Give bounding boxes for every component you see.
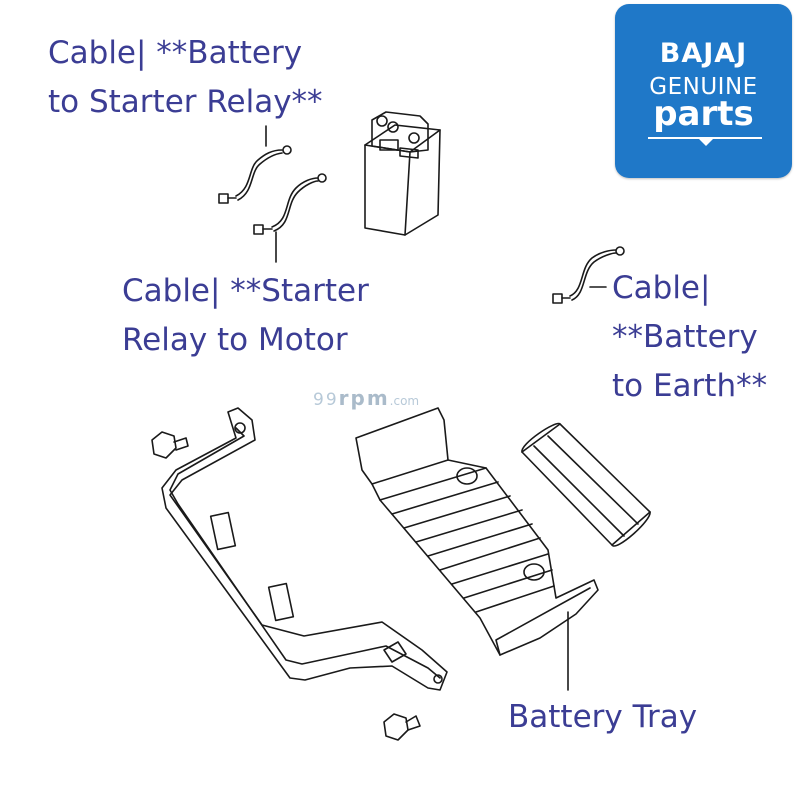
watermark-left: 99 <box>313 390 339 410</box>
label-cable-battery-starter-relay: Cable| **Battery to Starter Relay** <box>48 35 323 120</box>
battery-tray-part <box>355 407 599 691</box>
battery-bracket-part <box>151 407 448 741</box>
watermark: 99rpm.com <box>313 386 419 410</box>
label-cable-starter-relay-motor: Cable| **Starter Relay to Motor <box>122 273 369 358</box>
battery-pad-part <box>521 422 651 547</box>
label-battery-tray: Battery Tray <box>508 699 698 735</box>
watermark-right: .com <box>389 394 420 408</box>
label-cable-battery-earth: Cable| **Battery to Earth** <box>612 270 768 404</box>
logo-parts-text: parts <box>653 94 754 134</box>
bajaj-genuine-parts-logo: BAJAJ GENUINE parts <box>615 4 792 178</box>
cable-starter-relay-motor-part <box>253 173 327 263</box>
cable-battery-starter-relay-part <box>218 125 292 204</box>
logo-brand-text: BAJAJ <box>659 38 748 69</box>
logo-underline <box>648 137 762 139</box>
battery-part <box>364 111 441 236</box>
logo-underline-arrow-icon <box>699 139 713 146</box>
cable-battery-earth-part <box>552 246 625 304</box>
watermark-mid: rpm <box>338 386 390 410</box>
logo-genuine-text: GENUINE <box>649 74 758 100</box>
